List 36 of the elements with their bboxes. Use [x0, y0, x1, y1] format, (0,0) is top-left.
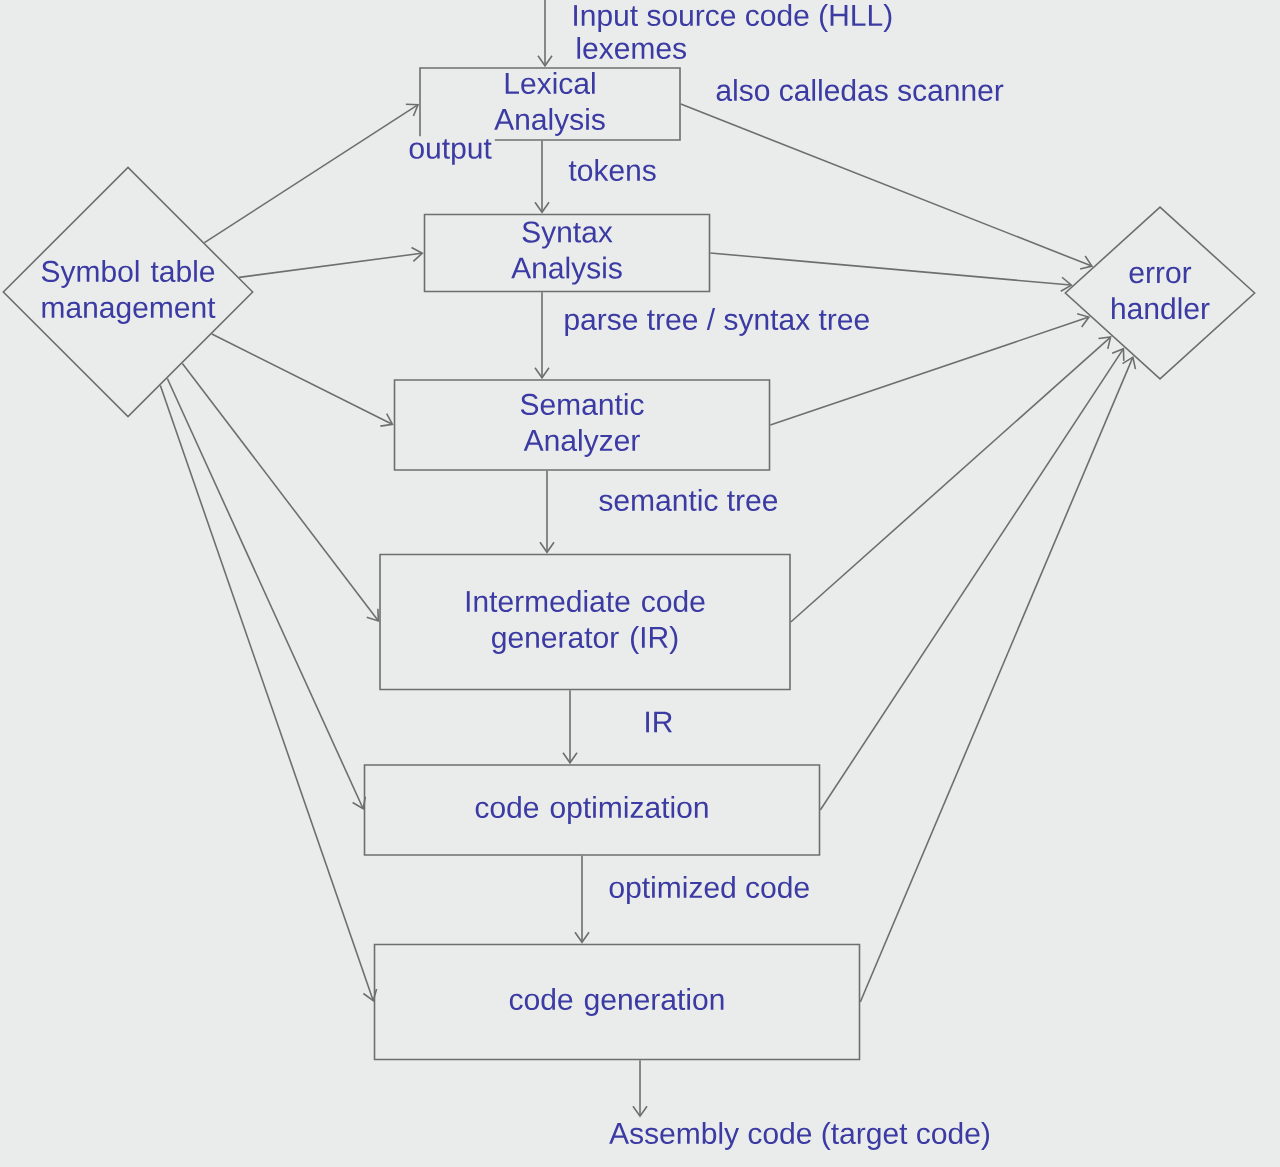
process-box: Semantic Analyzer: [393, 379, 771, 471]
arrow: [534, 140, 550, 214]
result-text: Assembly code (target code): [609, 1122, 989, 1150]
process-box: Syntax Analysis: [423, 213, 711, 293]
arrow: [562, 689, 578, 765]
edge-label: parse tree / syntax tree: [560, 305, 874, 339]
arrow: [159, 384, 378, 1002]
arrow: [534, 291, 550, 380]
arrow: [680, 103, 1094, 270]
edge-label: tokens: [565, 156, 660, 184]
arrow: [859, 355, 1137, 1003]
annotation-text: output: [405, 136, 495, 168]
arrow: [537, 0, 553, 68]
annotation-text: lexemes: [572, 34, 691, 62]
arrow: [769, 312, 1091, 426]
annotation-text: also calledas scanner: [712, 76, 1007, 104]
process-box: code generation: [373, 943, 861, 1061]
arrow: [203, 103, 420, 244]
arrow: [574, 855, 590, 944]
arrow: [790, 336, 1112, 623]
arrow: [238, 246, 424, 279]
arrow: [709, 252, 1073, 292]
process-box: code optimization: [363, 764, 821, 856]
arrow: [539, 470, 555, 554]
arrow: [166, 377, 367, 810]
diamond-node: error handler: [1064, 206, 1256, 380]
edge-label: IR: [640, 708, 677, 736]
arrow: [181, 362, 380, 622]
edge-label: Input source code (HLL): [568, 1, 897, 35]
edge-label: optimized code: [605, 873, 814, 907]
diamond-node: Symbol table management: [2, 166, 254, 418]
arrow: [211, 333, 394, 427]
edge-label: semantic tree: [595, 486, 782, 514]
arrow: [819, 347, 1125, 811]
arrow: [632, 1059, 648, 1118]
process-box: Intermediate code generator (IR): [379, 553, 791, 691]
